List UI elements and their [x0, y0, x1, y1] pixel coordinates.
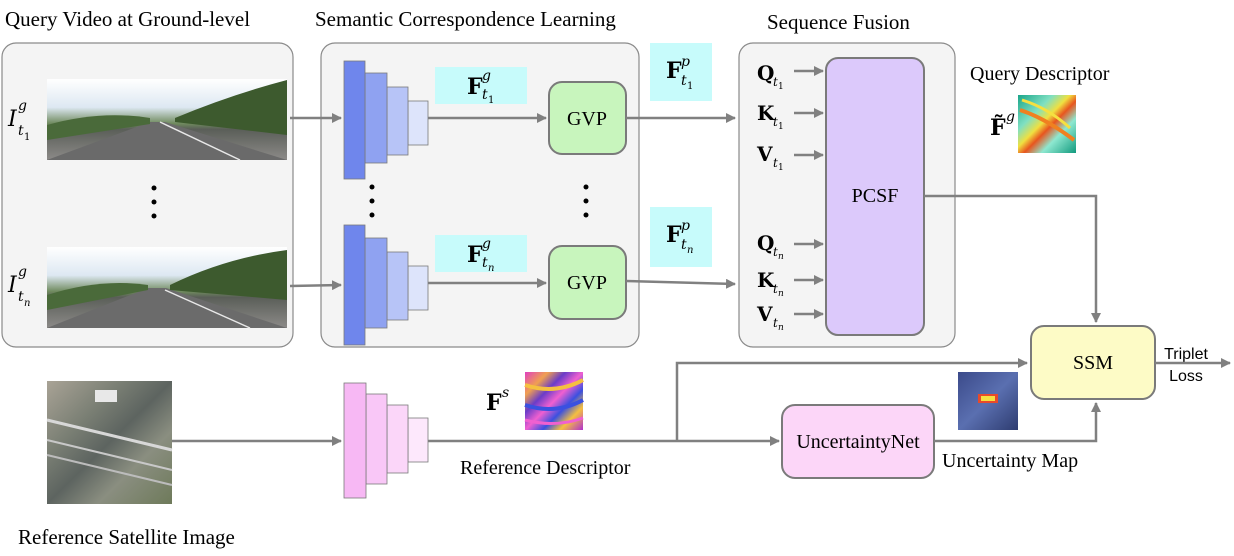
label-V-t1: V t 1	[756, 142, 784, 173]
label-F-tilde-g: F̃ g	[990, 109, 1015, 141]
svg-text:t: t	[773, 115, 778, 129]
encoder-satellite	[343, 382, 429, 499]
label-I-t1: I g t 1	[7, 98, 30, 143]
label-K-t1: K t 1	[757, 101, 784, 132]
svg-text:p: p	[681, 54, 690, 70]
svg-text:t: t	[482, 87, 488, 103]
pcsf-label: PCSF	[852, 185, 899, 207]
svg-text:F̃: F̃	[990, 115, 1006, 141]
svg-text:g: g	[18, 98, 27, 114]
svg-text:Q: Q	[757, 61, 774, 85]
svg-text:I: I	[7, 273, 18, 298]
gvp-block-tn	[548, 245, 627, 320]
label-F-t1-g: F g t 1	[467, 68, 494, 106]
query-frame-tn	[47, 247, 287, 329]
triplet-loss-label-line1: Triplet	[1164, 346, 1208, 363]
svg-text:F: F	[666, 58, 682, 84]
svg-text:t: t	[773, 75, 778, 89]
ssm-label: SSM	[1073, 352, 1113, 374]
label-F-s: F s	[486, 385, 509, 416]
svg-text:t: t	[773, 316, 778, 330]
svg-text:p: p	[681, 218, 690, 234]
reference-descriptor-heatmap	[524, 372, 584, 430]
ellipsis-frames	[151, 185, 157, 219]
svg-text:F: F	[666, 222, 682, 248]
ellipsis-encoders	[369, 184, 375, 218]
svg-text:t: t	[482, 255, 488, 271]
svg-text:V: V	[756, 302, 773, 326]
ellipsis-gvp	[583, 184, 589, 218]
svg-text:K: K	[757, 101, 775, 125]
label-F-t1-p: F p t 1	[666, 54, 693, 92]
svg-text:V: V	[756, 142, 773, 166]
arrow-gvp-tn-to-fusion	[625, 278, 736, 289]
feature-box-F-t1-g	[435, 67, 527, 104]
label-Q-tn: Q t n	[757, 231, 784, 262]
svg-text:g: g	[1006, 109, 1015, 125]
title-sequence-fusion: Sequence Fusion	[767, 10, 910, 34]
satellite-image	[46, 381, 173, 504]
svg-text:n: n	[687, 245, 693, 256]
svg-text:F: F	[467, 242, 483, 268]
svg-text:Q: Q	[757, 231, 774, 255]
uncertainty-net-label: UncertaintyNet	[796, 431, 920, 453]
title-reference-satellite-image: Reference Satellite Image	[18, 525, 235, 549]
svg-text:t: t	[773, 245, 778, 259]
svg-text:n: n	[488, 263, 494, 274]
arrow-reference-to-ssm	[675, 358, 1028, 441]
encoder-t1	[343, 60, 429, 180]
svg-text:t: t	[773, 282, 778, 296]
title-query-descriptor: Query Descriptor	[970, 63, 1110, 85]
svg-text:t: t	[773, 156, 778, 170]
title-query-video: Query Video at Ground-level	[5, 7, 250, 31]
svg-text:K: K	[757, 268, 775, 292]
uncertainty-map-image	[958, 372, 1018, 430]
svg-text:s: s	[502, 385, 509, 401]
svg-text:g: g	[482, 68, 491, 84]
arrow-uncertainty-to-ssm	[934, 402, 1101, 443]
svg-text:1: 1	[488, 95, 494, 106]
label-K-tn: K t n	[757, 268, 784, 299]
feature-box-F-t1-p	[650, 43, 712, 101]
title-semantic-correspondence: Semantic Correspondence Learning	[315, 7, 616, 31]
svg-text:t: t	[18, 123, 24, 139]
label-F-tn-g: F g t n	[467, 236, 494, 274]
svg-text:g: g	[482, 236, 491, 252]
svg-text:t: t	[681, 73, 687, 89]
svg-text:t: t	[18, 289, 24, 305]
svg-text:n: n	[778, 323, 784, 333]
feature-box-F-tn-p	[650, 207, 712, 267]
gvp-label-tn: GVP	[567, 272, 607, 294]
svg-text:n: n	[24, 298, 30, 309]
svg-text:F: F	[467, 74, 483, 100]
label-uncertainty-map: Uncertainty Map	[942, 450, 1078, 472]
label-V-tn: V t n	[756, 302, 784, 333]
svg-text:I: I	[7, 107, 18, 132]
query-descriptor-heatmap	[1018, 95, 1076, 153]
svg-text:1: 1	[24, 132, 30, 143]
arrow-frame-tn-to-encoder	[289, 280, 342, 291]
query-frame-t1	[47, 79, 287, 161]
svg-text:F: F	[486, 390, 502, 416]
feature-box-F-tn-g	[435, 235, 527, 272]
encoder-tn	[343, 224, 429, 346]
label-I-tn: I g t n	[7, 264, 30, 309]
svg-text:n: n	[778, 289, 784, 299]
label-reference-descriptor: Reference Descriptor	[460, 457, 631, 479]
svg-text:1: 1	[778, 122, 784, 132]
label-Q-t1: Q t 1	[757, 61, 784, 92]
svg-text:1: 1	[778, 82, 784, 92]
triplet-loss-label-line2: Loss	[1169, 368, 1203, 385]
svg-text:n: n	[778, 252, 784, 262]
arrow-pcsf-to-ssm	[924, 194, 1101, 323]
svg-text:1: 1	[778, 163, 784, 173]
label-F-tn-p: F p t n	[666, 218, 693, 256]
svg-text:g: g	[18, 264, 27, 280]
gvp-label-t1: GVP	[567, 108, 607, 130]
svg-text:1: 1	[687, 81, 693, 92]
svg-text:t: t	[681, 237, 687, 253]
